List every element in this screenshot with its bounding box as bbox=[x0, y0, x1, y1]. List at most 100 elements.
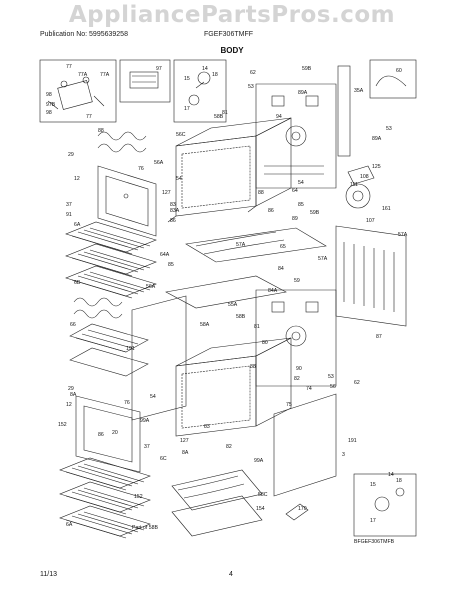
lower-bake-element bbox=[171, 469, 263, 537]
relay-board-box bbox=[119, 59, 171, 103]
svg-text:62: 62 bbox=[354, 380, 360, 386]
broil-element-lower bbox=[73, 297, 123, 319]
lamp-detail-box bbox=[353, 473, 417, 537]
svg-text:18: 18 bbox=[212, 72, 218, 78]
svg-text:Part of 58B: Part of 58B bbox=[132, 525, 158, 531]
svg-text:81: 81 bbox=[254, 324, 260, 330]
middle-bake-element bbox=[165, 227, 327, 309]
svg-text:152: 152 bbox=[134, 494, 143, 500]
svg-text:97B: 97B bbox=[46, 102, 56, 108]
svg-text:88: 88 bbox=[258, 190, 264, 196]
svg-text:83A: 83A bbox=[170, 208, 180, 214]
svg-text:18: 18 bbox=[396, 478, 402, 484]
svg-text:57A: 57A bbox=[398, 232, 408, 238]
lower-racks bbox=[59, 457, 151, 539]
upper-racks bbox=[65, 221, 157, 299]
svg-text:65: 65 bbox=[280, 244, 286, 250]
svg-text:86: 86 bbox=[98, 432, 104, 438]
svg-text:88: 88 bbox=[250, 364, 256, 370]
bracket-box bbox=[369, 59, 417, 99]
svg-text:58B: 58B bbox=[214, 114, 224, 120]
upper-oven-cavity bbox=[167, 117, 292, 223]
svg-text:57A: 57A bbox=[236, 242, 246, 248]
exploded-parts-diagram: 77 77A 77A 97 98 97B 98 77 14 18 15 17 6… bbox=[39, 59, 417, 545]
svg-text:58C: 58C bbox=[258, 492, 268, 498]
svg-text:37: 37 bbox=[66, 202, 72, 208]
svg-text:55A: 55A bbox=[228, 302, 238, 308]
svg-text:99A: 99A bbox=[140, 418, 150, 424]
svg-text:29: 29 bbox=[68, 386, 74, 392]
svg-text:161: 161 bbox=[382, 206, 391, 212]
svg-text:75: 75 bbox=[286, 402, 292, 408]
svg-text:77A: 77A bbox=[78, 72, 88, 78]
svg-text:64: 64 bbox=[292, 188, 298, 194]
svg-text:76: 76 bbox=[138, 166, 144, 172]
svg-text:191: 191 bbox=[348, 438, 357, 444]
svg-text:54: 54 bbox=[176, 176, 182, 182]
svg-text:20: 20 bbox=[112, 430, 118, 436]
bottom-bracket bbox=[285, 503, 309, 521]
svg-text:127: 127 bbox=[162, 190, 171, 196]
svg-text:53: 53 bbox=[328, 374, 334, 380]
svg-text:154: 154 bbox=[256, 506, 265, 512]
svg-text:99A: 99A bbox=[254, 458, 264, 464]
model-number: FGEF306TMFF bbox=[204, 31, 254, 38]
svg-text:64A: 64A bbox=[160, 252, 170, 258]
svg-text:BFGEF306TMFB: BFGEF306TMFB bbox=[354, 539, 395, 545]
svg-text:6A: 6A bbox=[74, 222, 81, 228]
svg-text:86: 86 bbox=[170, 218, 176, 224]
svg-text:54: 54 bbox=[150, 394, 156, 400]
svg-text:37: 37 bbox=[144, 444, 150, 450]
part-labels: 77 77A 77A 97 98 97B 98 77 14 18 15 17 6… bbox=[46, 64, 408, 545]
svg-text:89A: 89A bbox=[298, 90, 308, 96]
svg-text:29: 29 bbox=[68, 152, 74, 158]
svg-text:53: 53 bbox=[248, 84, 254, 90]
page-number: 4 bbox=[229, 571, 233, 578]
svg-text:6C: 6C bbox=[160, 456, 167, 462]
svg-text:98: 98 bbox=[46, 110, 52, 116]
svg-text:8A: 8A bbox=[70, 392, 77, 398]
watermark: AppliancePartsPros.com bbox=[68, 2, 396, 28]
lamp-assembly-box bbox=[173, 59, 227, 123]
svg-text:53: 53 bbox=[386, 126, 392, 132]
upper-oven-door bbox=[97, 165, 157, 237]
svg-text:86: 86 bbox=[268, 208, 274, 214]
lower-oven-door bbox=[75, 395, 141, 473]
upper-rear-panel bbox=[255, 65, 351, 189]
svg-text:17: 17 bbox=[184, 106, 190, 112]
section-title: BODY bbox=[220, 46, 244, 55]
svg-text:82: 82 bbox=[226, 444, 232, 450]
svg-text:59B: 59B bbox=[310, 210, 320, 216]
svg-text:152: 152 bbox=[58, 422, 67, 428]
svg-text:191: 191 bbox=[126, 346, 135, 352]
svg-text:56: 56 bbox=[330, 384, 336, 390]
svg-text:170: 170 bbox=[298, 506, 307, 512]
svg-text:83: 83 bbox=[170, 202, 176, 208]
lower-oven-cavity bbox=[175, 337, 292, 437]
svg-text:84: 84 bbox=[278, 266, 284, 272]
left-side-panel bbox=[131, 295, 187, 421]
svg-text:14: 14 bbox=[388, 472, 394, 478]
svg-text:94: 94 bbox=[276, 114, 282, 120]
publication-number: Publication No: 5995639258 bbox=[40, 31, 128, 38]
svg-text:89A: 89A bbox=[372, 136, 382, 142]
svg-text:90: 90 bbox=[296, 366, 302, 372]
svg-text:14: 14 bbox=[202, 66, 208, 72]
svg-text:88: 88 bbox=[98, 128, 104, 134]
svg-text:77: 77 bbox=[86, 114, 92, 120]
svg-text:77: 77 bbox=[66, 64, 72, 70]
svg-text:3: 3 bbox=[342, 452, 345, 458]
svg-text:56A: 56A bbox=[146, 284, 156, 290]
broiler-pan bbox=[69, 323, 149, 377]
svg-text:15: 15 bbox=[184, 76, 190, 82]
svg-text:82: 82 bbox=[294, 376, 300, 382]
svg-text:6A: 6A bbox=[66, 522, 73, 528]
svg-text:6B: 6B bbox=[74, 280, 81, 286]
broil-element-upper bbox=[97, 131, 147, 153]
svg-text:74: 74 bbox=[306, 386, 312, 392]
svg-text:56C: 56C bbox=[176, 132, 186, 138]
svg-text:12: 12 bbox=[66, 402, 72, 408]
lower-rear-panel bbox=[255, 289, 337, 387]
svg-text:107: 107 bbox=[366, 218, 375, 224]
svg-text:85: 85 bbox=[168, 262, 174, 268]
